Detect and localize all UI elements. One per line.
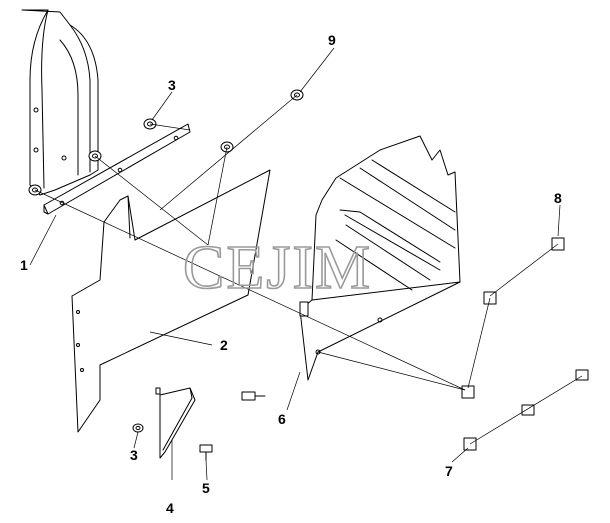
bolt-parts <box>132 237 589 461</box>
callout-label: 2 <box>220 337 228 353</box>
callout-label: 8 <box>554 190 562 206</box>
bracket-strip-part <box>43 123 191 215</box>
callout-label: 3 <box>168 77 176 93</box>
callout-label: 9 <box>328 32 336 48</box>
assembly-lines <box>34 94 583 445</box>
callout-label: 7 <box>445 463 453 479</box>
fender-part <box>21 9 99 196</box>
small-bracket-part <box>155 387 196 459</box>
callout-label: 3 <box>130 447 138 463</box>
callout-label: 1 <box>20 257 28 273</box>
callout-label: 4 <box>166 500 174 516</box>
callout-label: 5 <box>202 480 210 496</box>
ribbed-plate-part <box>299 135 461 381</box>
watermark-text: CEJIM <box>183 234 372 302</box>
leader-lines <box>29 47 561 481</box>
callout-label: 6 <box>278 411 286 427</box>
mud-flap-part <box>71 169 271 433</box>
